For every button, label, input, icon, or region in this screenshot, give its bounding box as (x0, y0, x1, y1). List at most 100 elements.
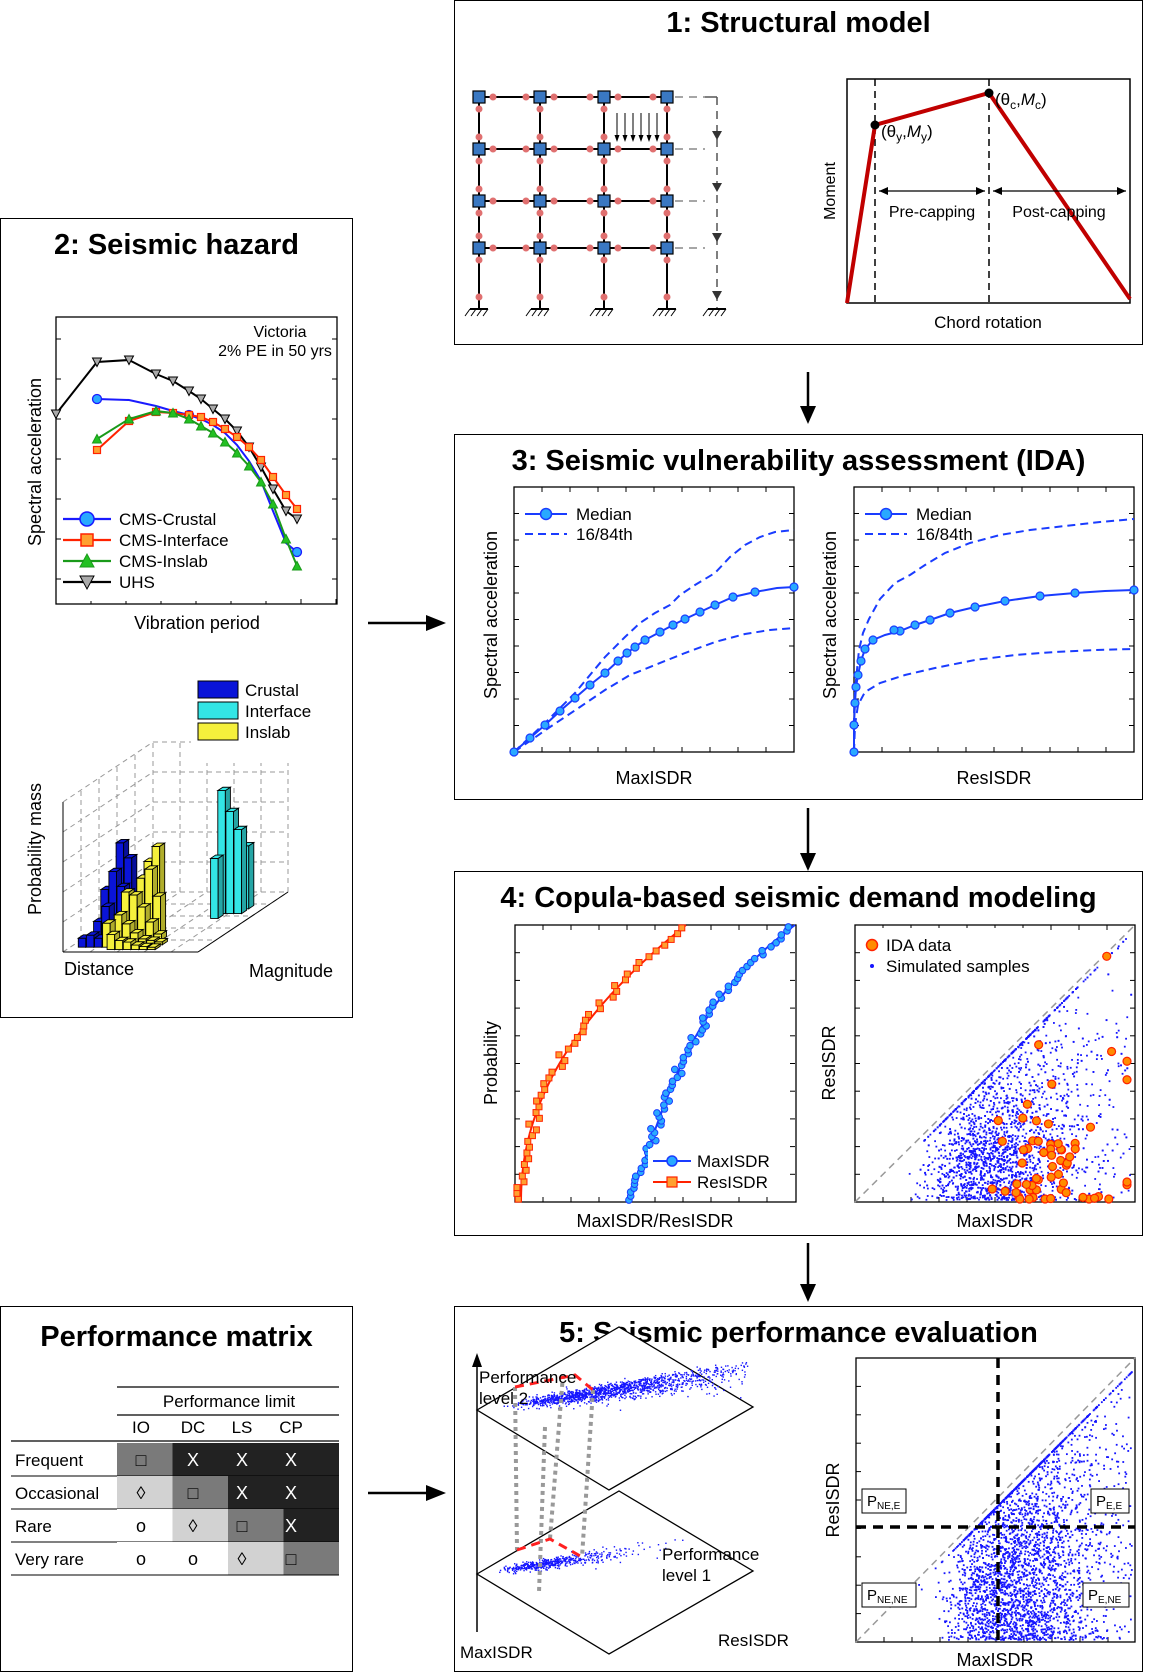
simulated-sample (1052, 1075, 1055, 1078)
ida-data-point (1065, 1152, 1075, 1162)
ida-median-marker (680, 614, 690, 624)
simulated-sample (526, 1562, 528, 1565)
simulated-sample (989, 1139, 991, 1142)
simulated-sample (691, 1380, 693, 1383)
simulated-sample (549, 1397, 551, 1400)
simulated-sample (1037, 1090, 1040, 1093)
simulated-sample (699, 1380, 702, 1382)
simulated-sample (994, 1150, 997, 1153)
simulated-sample (991, 1074, 994, 1077)
simulated-sample (998, 1070, 1000, 1073)
simulated-sample (671, 1394, 673, 1396)
simulated-sample (989, 1119, 991, 1122)
simulated-sample (563, 1393, 565, 1395)
simulated-sample (1029, 1089, 1032, 1092)
simulated-sample (699, 1367, 701, 1370)
resisdr-empirical-marker (595, 999, 603, 1007)
simulated-sample (1032, 1169, 1035, 1172)
simulated-sample (592, 1558, 594, 1560)
simulated-sample (968, 1197, 971, 1200)
simulated-sample (550, 1560, 552, 1563)
simulated-sample (1000, 1062, 1003, 1065)
simulated-sample (569, 1400, 572, 1403)
simulated-sample (660, 1375, 663, 1377)
seismic-hazard-figure: Victoria 2% PE in 50 yrs CMS-CrustalCMS-… (25, 316, 338, 981)
arrowhead-icon (426, 615, 446, 631)
simulated-sample (1008, 1180, 1011, 1183)
simulated-sample (1087, 1040, 1090, 1043)
simulated-sample (575, 1555, 577, 1557)
simulated-sample (982, 1187, 985, 1189)
simulated-sample (551, 1395, 554, 1397)
simulated-sample (697, 1375, 700, 1377)
simulated-sample (589, 1554, 592, 1557)
simulated-sample (982, 1151, 985, 1154)
simulated-sample (715, 1375, 717, 1378)
simulated-sample (1019, 1093, 1022, 1096)
simulated-sample (1130, 993, 1133, 996)
simulated-sample (631, 1386, 633, 1389)
simulated-sample (668, 1380, 670, 1382)
simulated-sample (610, 1559, 612, 1561)
simulated-sample (645, 1387, 648, 1389)
simulated-sample (979, 1106, 982, 1109)
simulated-sample (626, 1386, 628, 1389)
simulated-sample (976, 1190, 979, 1193)
simulated-sample (989, 1147, 992, 1150)
bar-3d (136, 903, 152, 908)
simulated-sample (547, 1398, 549, 1400)
simulated-sample (988, 1132, 991, 1135)
simulated-sample (635, 1384, 638, 1387)
bar-3d (85, 934, 95, 948)
simulated-sample (524, 1568, 527, 1570)
simulated-sample (1076, 986, 1079, 989)
simulated-sample (1003, 1123, 1006, 1126)
simulated-sample (962, 1153, 965, 1155)
simulated-sample (660, 1383, 663, 1386)
simulated-sample (597, 1387, 600, 1389)
simulated-sample (519, 1567, 521, 1569)
simulated-sample (983, 1140, 985, 1143)
simulated-sample (1008, 1148, 1011, 1150)
simulated-sample (1040, 1194, 1043, 1197)
simulated-sample (603, 1386, 606, 1389)
simulated-sample (566, 1560, 568, 1563)
simulated-sample (996, 1182, 999, 1184)
legend-simulated: Simulated samples (886, 957, 1030, 976)
simulated-sample (1003, 1099, 1006, 1102)
plastic-hinge (586, 197, 594, 205)
simulated-sample (608, 1392, 610, 1394)
simulated-sample (526, 1561, 528, 1563)
simulated-sample (609, 1389, 611, 1392)
simulated-sample (647, 1387, 649, 1390)
simulated-sample (544, 1401, 547, 1404)
simulated-sample (521, 1399, 524, 1401)
ida-right-curves (849, 518, 1139, 757)
simulated-sample (989, 1148, 992, 1151)
simulated-sample (968, 1122, 971, 1125)
resisdr-empirical-marker (652, 947, 660, 955)
simulated-sample (700, 1370, 702, 1372)
simulated-sample (993, 1181, 996, 1184)
simulated-sample (1011, 1109, 1014, 1112)
bar-3d (121, 938, 138, 943)
simulated-sample (559, 1564, 561, 1566)
simulated-sample (1013, 1152, 1015, 1154)
simulated-sample (583, 1558, 585, 1561)
simulated-sample (597, 1555, 599, 1558)
ida-median-marker (570, 693, 580, 703)
simulated-sample (664, 1386, 667, 1389)
simulated-sample (523, 1567, 525, 1570)
simulated-sample (947, 1176, 950, 1179)
plastic-hinge (536, 185, 544, 193)
simulated-sample (939, 1177, 942, 1180)
simulated-sample (722, 1368, 725, 1371)
simulated-sample (535, 1396, 537, 1398)
simulated-sample (1045, 1130, 1047, 1133)
simulated-sample (643, 1387, 645, 1389)
ida-median-marker (710, 600, 720, 610)
simulated-sample (521, 1403, 524, 1405)
simulated-sample (1020, 1042, 1023, 1045)
resisdr-empirical-marker (585, 1010, 593, 1018)
simulated-sample (594, 1387, 596, 1389)
